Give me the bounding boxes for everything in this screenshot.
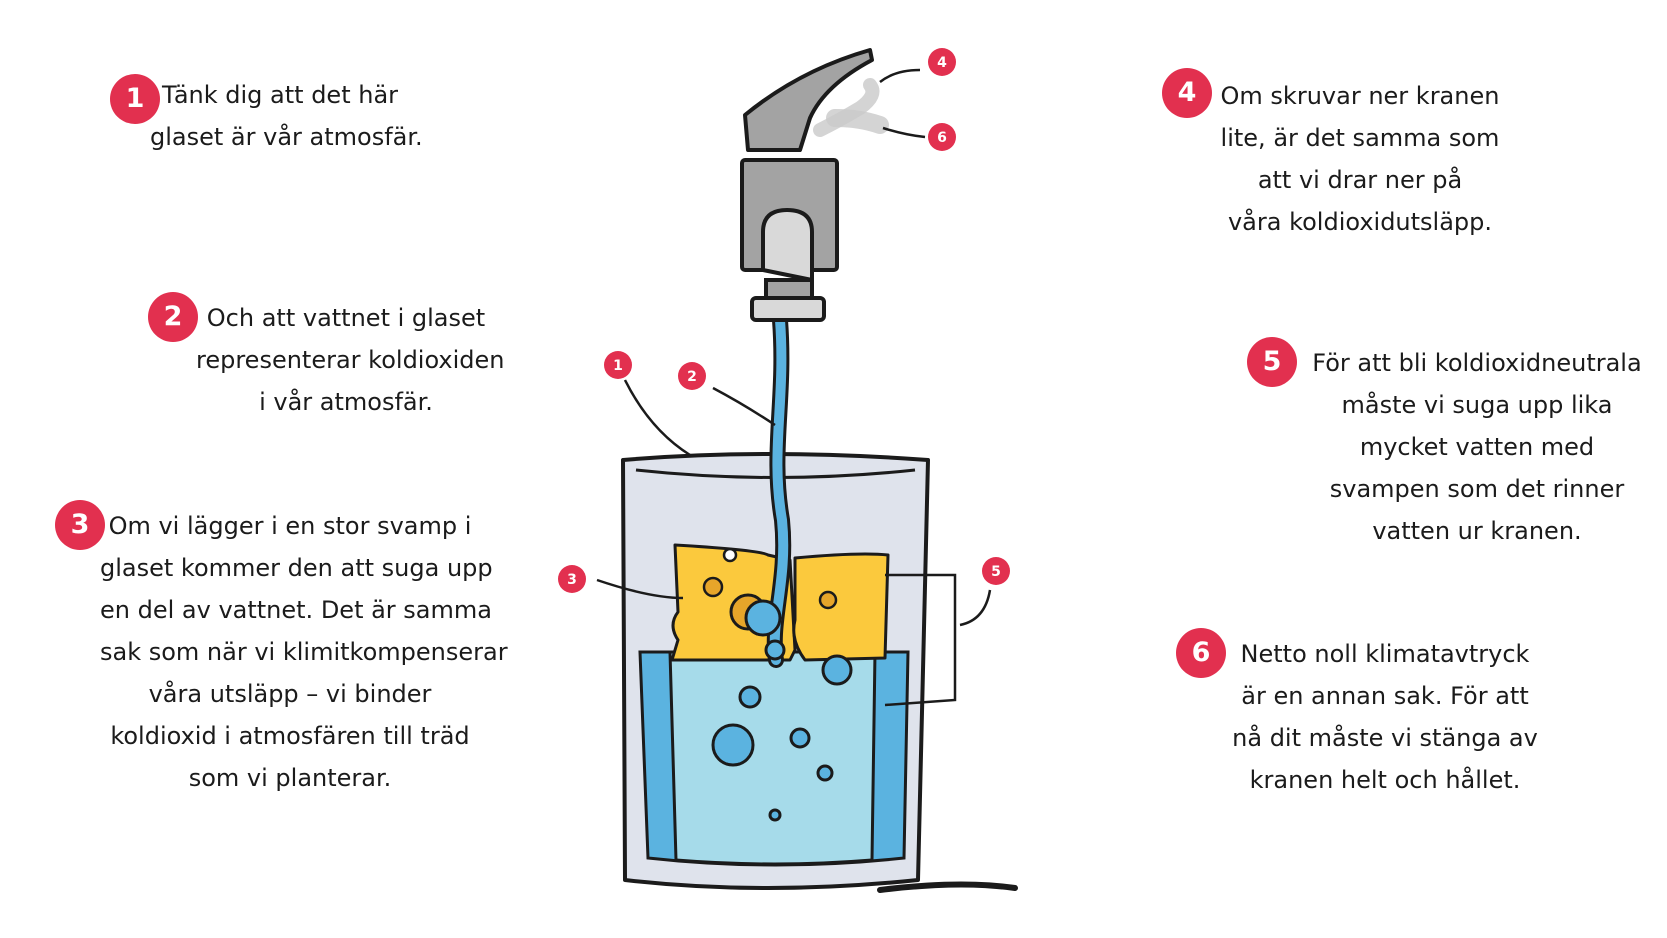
svg-text:1: 1: [613, 358, 623, 374]
callout-badges: 1 2 3 4 5 6: [558, 48, 1010, 593]
callout-badge-5: 5: [982, 557, 1010, 585]
callout-badge-6: 6: [928, 123, 956, 151]
svg-text:5: 5: [991, 564, 1001, 580]
glass-shadow: [877, 881, 1018, 893]
step-badge: 6: [1176, 628, 1226, 678]
tap: [740, 48, 889, 322]
step-text: Och att vattnet i glaset representerar k…: [196, 304, 505, 416]
step-badge: 4: [1162, 68, 1212, 118]
step-badge: 3: [55, 500, 105, 550]
bubbles: [711, 599, 853, 822]
callout-badge-4: 4: [928, 48, 956, 76]
callout-badge-2: 2: [678, 362, 706, 390]
svg-text:3: 3: [567, 572, 577, 588]
step-badge: 2: [148, 292, 198, 342]
callout-badge-1: 1: [604, 351, 632, 379]
water: [638, 650, 910, 867]
step-text: Om vi lägger i en stor svamp i glaset ko…: [100, 512, 508, 792]
step-text: Om skruvar ner kranen lite, är det samma…: [1220, 82, 1500, 236]
svg-text:6: 6: [937, 130, 947, 146]
callout-badge-3: 3: [558, 565, 586, 593]
step-badge: 1: [110, 74, 160, 124]
step-text: Netto noll klimatavtryck är en annan sak…: [1232, 640, 1538, 794]
leader-lines: [596, 68, 992, 707]
step-text: För att bli koldioxidneutrala måste vi s…: [1312, 349, 1642, 545]
step-text: Tänk dig att det här glaset är vår atmos…: [150, 81, 423, 151]
svg-text:2: 2: [687, 369, 697, 385]
svg-text:4: 4: [937, 55, 947, 71]
step-badge: 5: [1247, 337, 1297, 387]
